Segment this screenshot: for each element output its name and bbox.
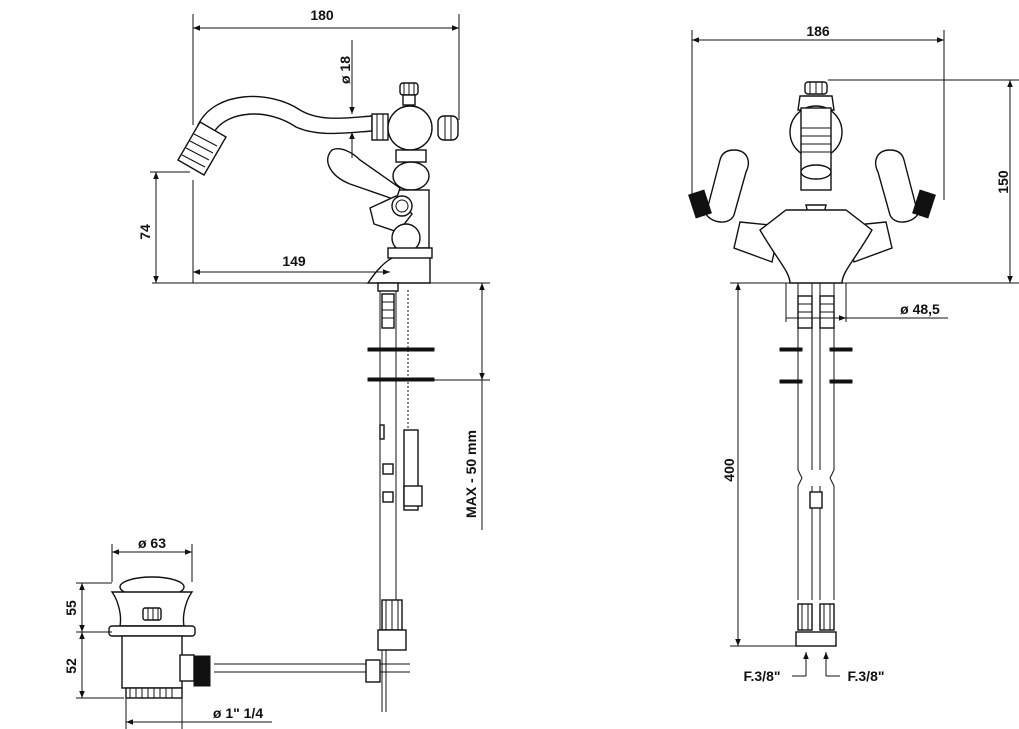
- dim-spout-reach: 149: [282, 253, 306, 269]
- front-view: 186 150 ø 48,5 400 F.3/8" F.3/8": [688, 23, 1019, 684]
- dim-spout-diameter: ø 18: [337, 56, 353, 84]
- dim-connection-right: F.3/8": [848, 668, 885, 684]
- dim-max-thickness: MAX - 50 mm: [463, 430, 479, 518]
- dim-waste-top-height: 55: [63, 600, 79, 616]
- pop-up-waste: ø 63 55 52 ø 1" 1/4: [63, 535, 272, 729]
- dim-hose-length: 400: [721, 458, 737, 482]
- dim-side-width: 180: [310, 7, 334, 23]
- dim-front-height: 150: [995, 170, 1011, 194]
- dim-spout-height: 74: [137, 224, 153, 240]
- dim-waste-body-height: 52: [63, 658, 79, 674]
- dim-waste-thread: ø 1" 1/4: [213, 705, 263, 721]
- mixer-body: [327, 82, 459, 284]
- dim-hole-diameter: ø 48,5: [900, 301, 940, 317]
- front-dimension-lines: [691, 30, 1019, 677]
- side-view: 180 ø 18 74 149 MAX - 50 mm: [137, 7, 490, 712]
- side-dimension-lines: [150, 14, 490, 530]
- left-handle: [688, 149, 781, 263]
- dim-connection-left: F.3/8": [744, 668, 781, 684]
- dim-front-width: 186: [806, 23, 830, 39]
- front-under-deck: [779, 283, 853, 647]
- dim-waste-diameter: ø 63: [138, 535, 166, 551]
- under-deck-fittings: [214, 282, 435, 712]
